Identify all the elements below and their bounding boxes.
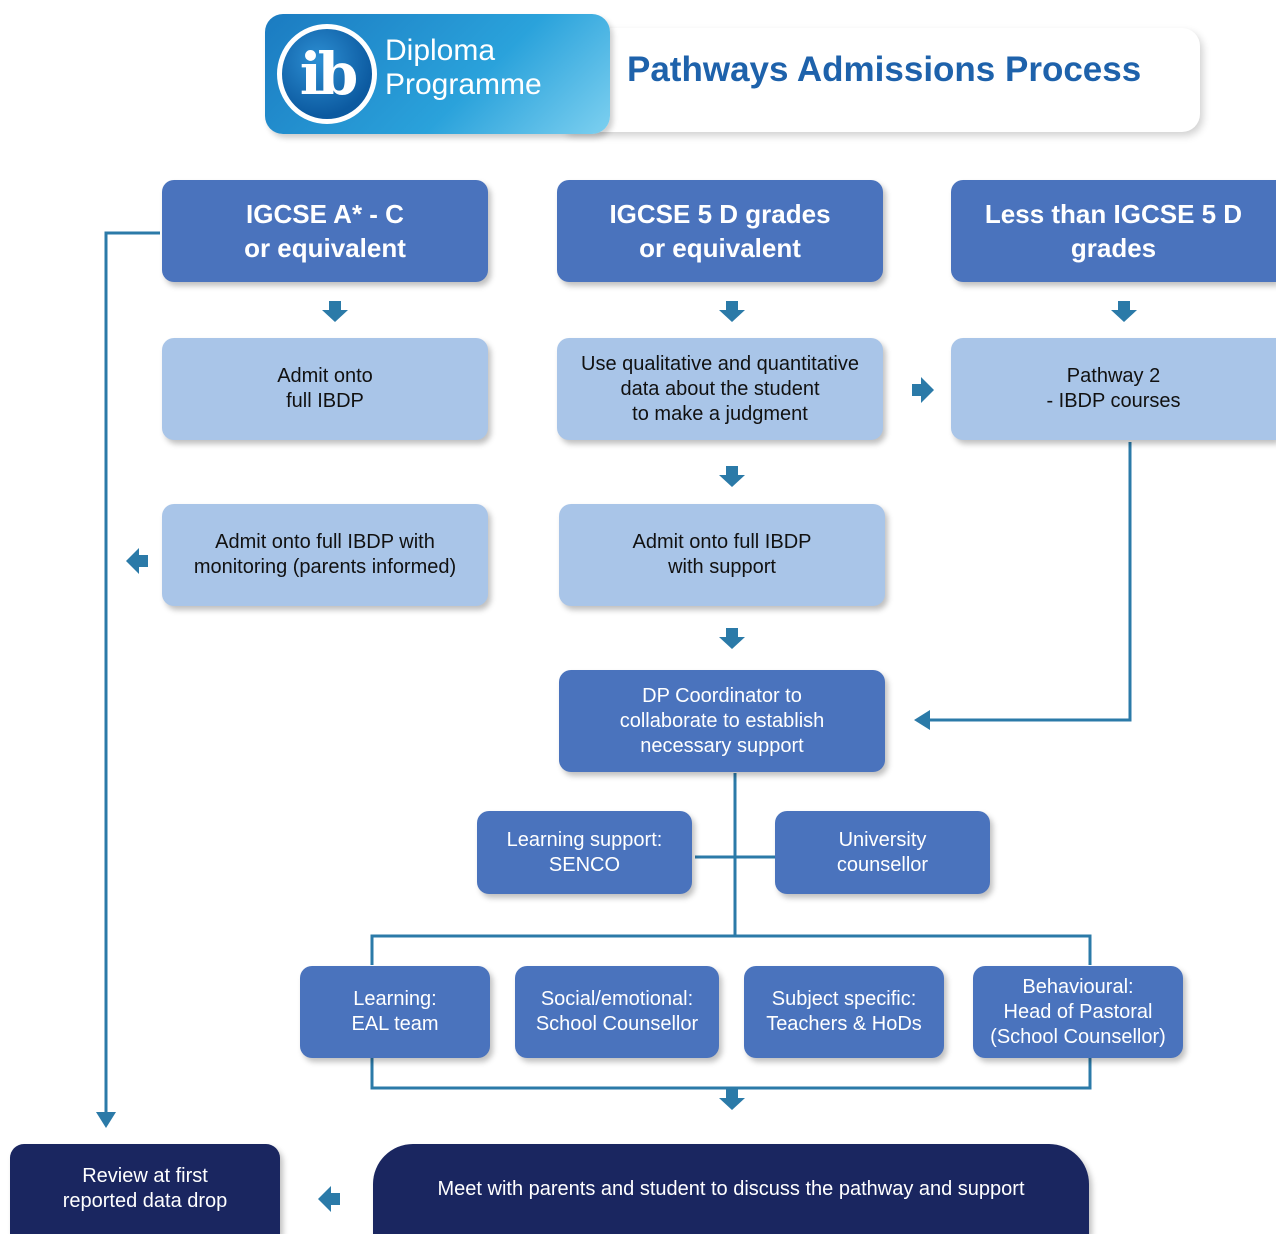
behavioural-box: Behavioural: Head of Pastoral (School Co… — [973, 966, 1183, 1058]
admit-monitoring-box: Admit onto full IBDP with monitoring (pa… — [162, 504, 488, 606]
arrow-down-icon — [322, 301, 348, 322]
arrow-left-icon — [318, 1186, 340, 1212]
ib-logo-banner: ib Diploma Programme — [265, 14, 610, 134]
arrow-down-icon — [719, 301, 745, 322]
arrow-down-icon — [1111, 301, 1137, 322]
page-title: Pathways Admissions Process — [627, 50, 1142, 89]
pathway-2-box: Pathway 2 - IBDP courses — [951, 338, 1276, 440]
social-emotional-box: Social/emotional: School Counsellor — [515, 966, 719, 1058]
bottom-bracket — [370, 1058, 1092, 1090]
title-bar — [565, 28, 1200, 132]
arrow-right-icon — [912, 377, 934, 403]
heading-less-than-5d: Less than IGCSE 5 D grades — [951, 180, 1276, 282]
learning-eal-box: Learning: EAL team — [300, 966, 490, 1058]
header: ib Diploma Programme Pathways Admissions… — [265, 14, 1200, 134]
university-counsellor-box: University counsellor — [775, 811, 990, 894]
ib-logo-icon: ib — [277, 24, 377, 124]
meet-parents-box: Meet with parents and student to discuss… — [373, 1144, 1089, 1234]
dp-coordinator-box: DP Coordinator to collaborate to establi… — [559, 670, 885, 772]
arrow-down-icon — [719, 466, 745, 487]
logo-text: Diploma Programme — [385, 34, 542, 101]
admit-support-box: Admit onto full IBDP with support — [559, 504, 885, 606]
arrow-down-icon — [719, 628, 745, 649]
pathway2-line — [930, 442, 1132, 722]
admit-full-ibdp-box: Admit onto full IBDP — [162, 338, 488, 440]
arrow-down-icon — [96, 1112, 116, 1128]
review-data-drop-box: Review at first reported data drop — [10, 1144, 280, 1234]
heading-igcse-a-c: IGCSE A* - C or equivalent — [162, 180, 488, 282]
top-bracket — [370, 934, 1092, 965]
subject-specific-box: Subject specific: Teachers & HoDs — [744, 966, 944, 1058]
use-data-judgment-box: Use qualitative and quantitative data ab… — [557, 338, 883, 440]
arrow-left-icon — [914, 710, 930, 730]
learning-support-senco-box: Learning support: SENCO — [477, 811, 692, 894]
left-feedback-line — [104, 231, 160, 1112]
heading-igcse-5d: IGCSE 5 D grades or equivalent — [557, 180, 883, 282]
arrow-down-icon — [719, 1089, 745, 1110]
arrow-left-icon — [126, 548, 148, 574]
